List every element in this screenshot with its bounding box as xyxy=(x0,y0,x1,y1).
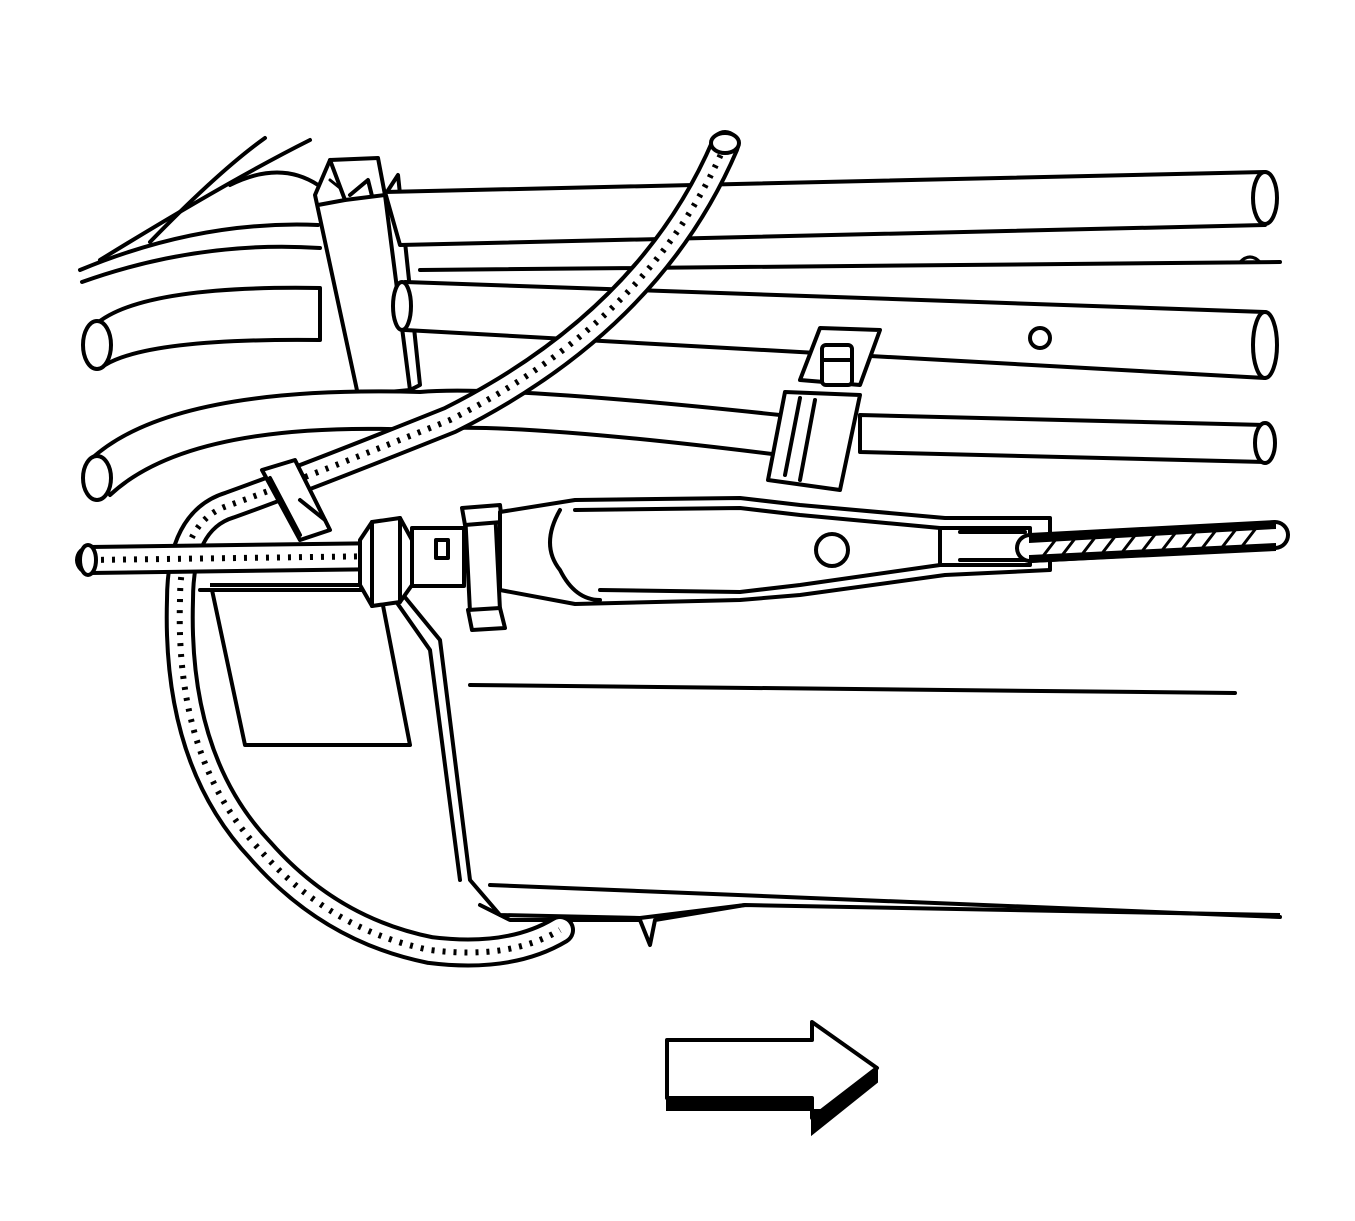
cable-connector-equalizer xyxy=(498,496,1052,606)
harness-clip xyxy=(260,458,332,542)
mounting-bracket xyxy=(198,588,412,747)
right-arrow-icon xyxy=(665,1020,879,1137)
adjuster-nut xyxy=(358,516,466,608)
line-retaining-clip xyxy=(766,326,882,492)
wiring-harness-conduit xyxy=(164,130,741,968)
underbody-panel xyxy=(210,583,1282,947)
cable-retainer-clip xyxy=(460,503,507,632)
parking-brake-cable xyxy=(1015,520,1290,564)
fuel-and-brake-lines xyxy=(78,136,1282,502)
